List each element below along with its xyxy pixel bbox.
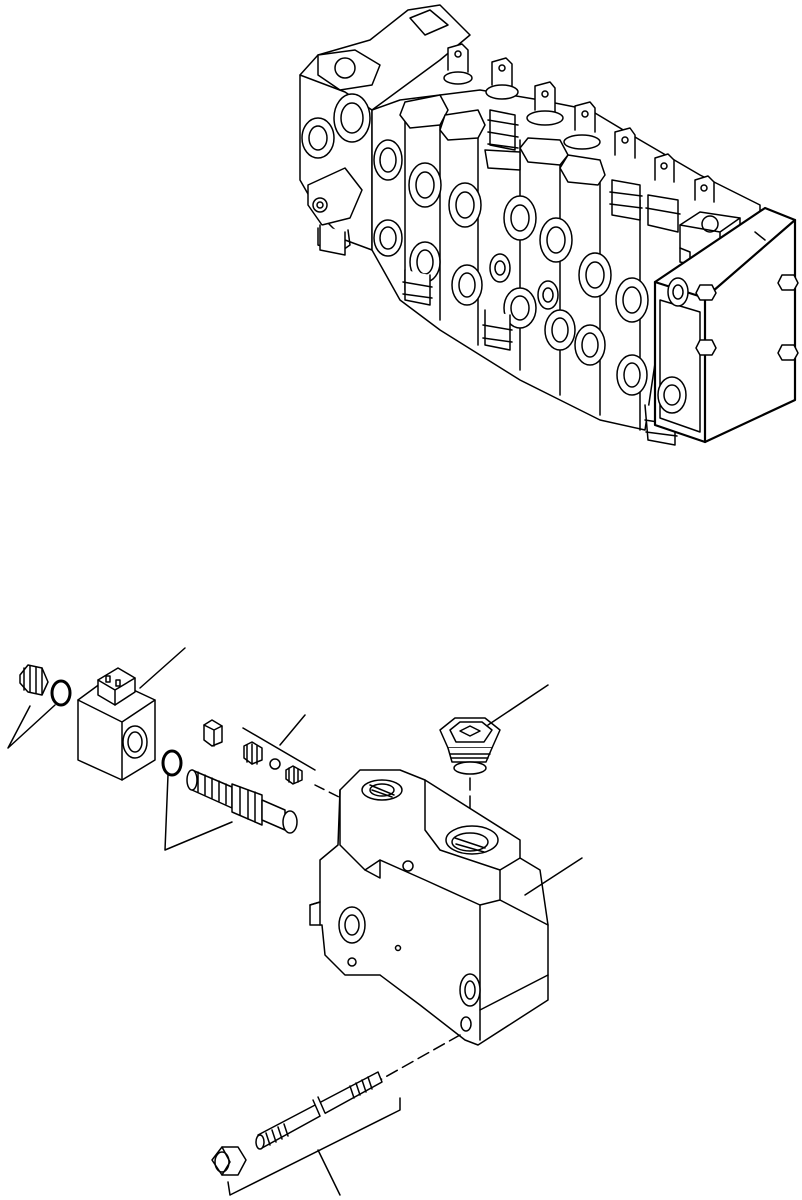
cartridge-valve-icon	[187, 770, 297, 833]
valve-body-icon	[310, 770, 548, 1045]
solenoid-coil-icon	[78, 668, 155, 780]
o-ring-icon	[52, 681, 70, 705]
plug-icon	[440, 718, 500, 774]
o-ring-icon	[163, 751, 181, 775]
nut-icon	[20, 665, 48, 695]
tie-rod-icon	[212, 1072, 382, 1175]
check-valve-icon	[204, 720, 302, 784]
control-valve-block-icon	[300, 5, 798, 445]
exploded-view-icon	[8, 648, 582, 1195]
